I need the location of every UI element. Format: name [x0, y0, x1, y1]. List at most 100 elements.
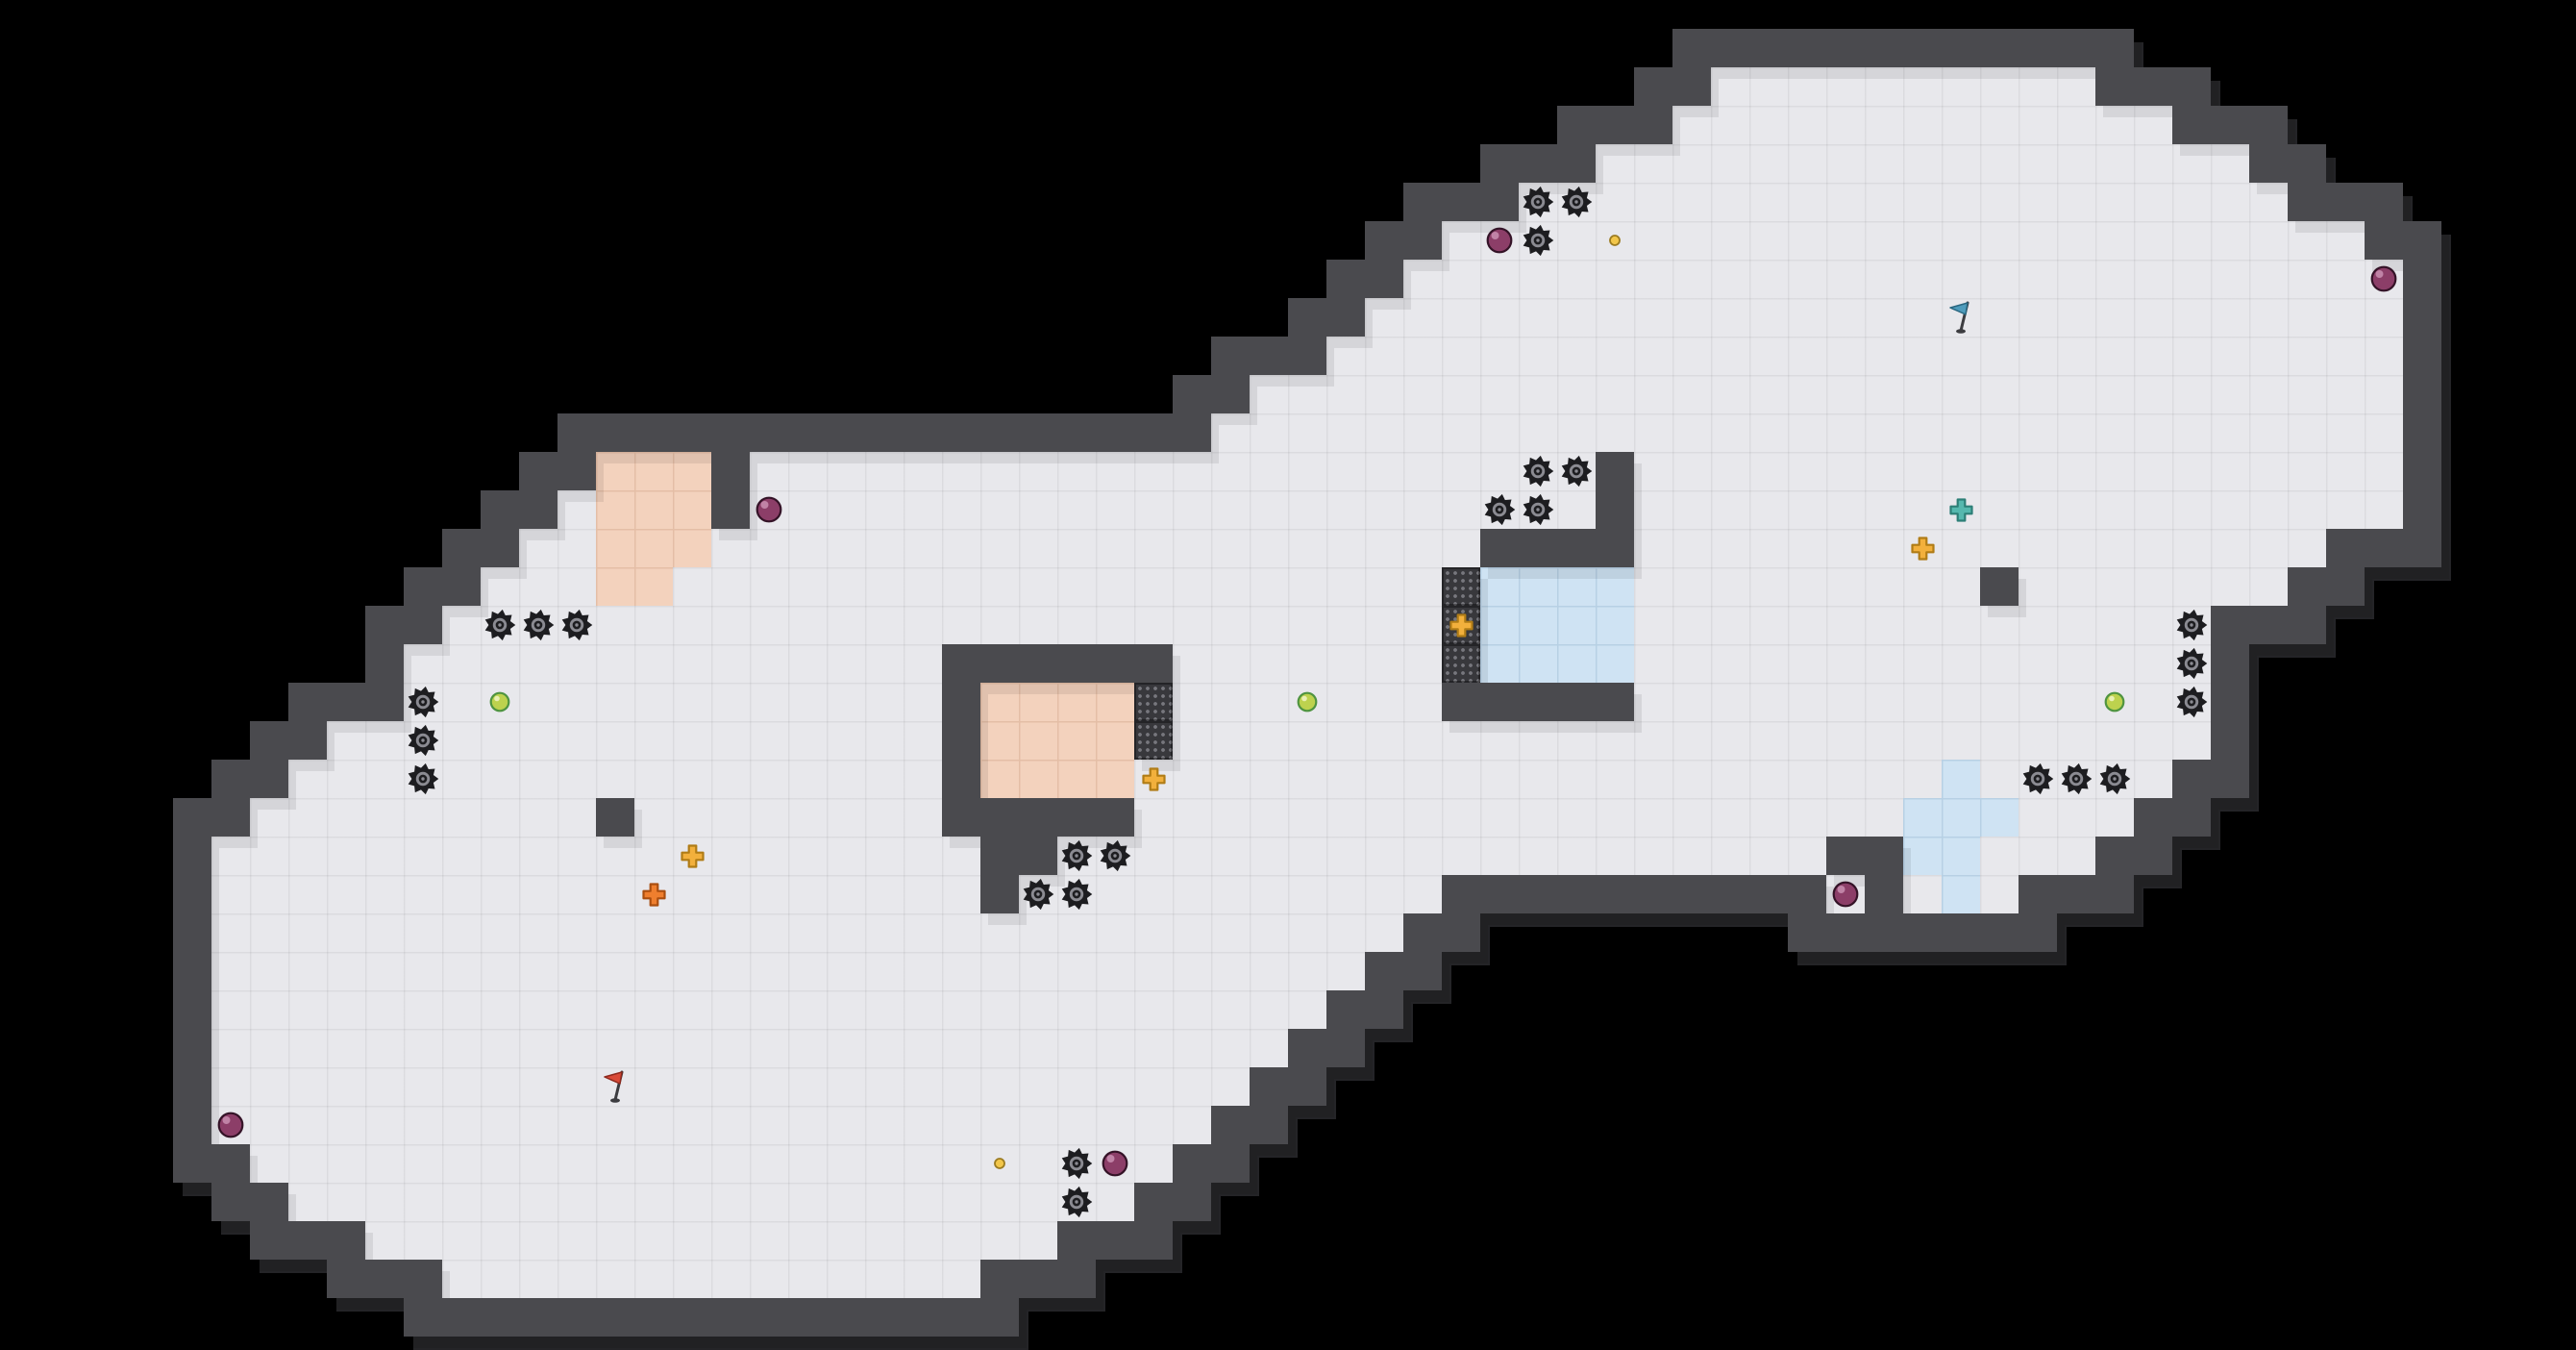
purple-orb[interactable] — [1101, 1149, 1129, 1178]
plus-pickup[interactable] — [1141, 766, 1167, 792]
saw-hazard — [407, 724, 439, 757]
saw-hazard — [1060, 878, 1093, 911]
wall-block — [173, 837, 211, 875]
purple-orb-icon — [1102, 1150, 1128, 1177]
green-orb-icon — [1297, 691, 1318, 712]
pink-floor-tile — [596, 529, 634, 567]
wall-block — [173, 798, 250, 837]
saw-hazard — [1522, 186, 1554, 218]
wall-block — [481, 490, 557, 529]
plus-pickup[interactable] — [1449, 612, 1474, 638]
floor-tiles — [211, 913, 1403, 952]
floor-tiles — [211, 1106, 1211, 1144]
purple-orb[interactable] — [1485, 226, 1514, 255]
gold-dot[interactable] — [1608, 234, 1622, 247]
blue-floor-tile — [1557, 606, 1596, 644]
wall-block — [173, 1029, 211, 1067]
blue-floor-tile — [1596, 644, 1634, 683]
saw-hazard — [1483, 493, 1516, 526]
wall-block — [1826, 837, 1903, 875]
wall-block — [2288, 567, 2365, 606]
floor-tiles — [1711, 67, 2095, 106]
wall-block — [1403, 913, 1480, 952]
wall-block — [173, 1144, 250, 1183]
saw-hazard — [2175, 609, 2208, 641]
flag-marker[interactable] — [597, 1068, 633, 1105]
saw-hazard — [1099, 839, 1131, 872]
green-orb[interactable] — [2103, 690, 2126, 713]
wall-block — [980, 1260, 1096, 1298]
wall-block — [1134, 1183, 1211, 1221]
saw-hazard — [2098, 762, 2131, 795]
plus-pickup[interactable] — [1948, 497, 1974, 523]
wall-block — [1326, 990, 1403, 1029]
wall-block — [1288, 1029, 1365, 1067]
blue-floor-tile — [1557, 644, 1596, 683]
wall-block — [942, 644, 1173, 683]
flag-icon — [604, 1070, 624, 1103]
wall-block — [1250, 1067, 1326, 1106]
wall-block — [2403, 298, 2441, 337]
saw-blade-icon — [1523, 186, 1554, 218]
saw-blade-icon — [1061, 1147, 1093, 1180]
wall-block — [2172, 760, 2249, 798]
green-orb[interactable] — [1296, 690, 1319, 713]
pink-floor-tile — [596, 452, 634, 490]
blue-floor-tile — [1480, 567, 1519, 606]
saw-blade-icon — [1523, 455, 1554, 488]
saw-blade-icon — [1061, 1186, 1093, 1218]
plus-pickup-icon — [641, 882, 666, 907]
wall-block — [1596, 490, 1634, 529]
wall-block — [2326, 529, 2441, 567]
floor-tiles — [634, 798, 942, 837]
grate-block — [1134, 683, 1173, 721]
grate-block — [1442, 644, 1480, 683]
wall-block — [173, 875, 211, 913]
saw-hazard — [1060, 1186, 1093, 1218]
saw-blade-icon — [1523, 493, 1554, 526]
flag-icon — [1949, 301, 1969, 334]
saw-hazard — [2060, 762, 2093, 795]
gold-dot[interactable] — [993, 1157, 1006, 1170]
wall-block — [288, 683, 404, 721]
floor-tiles — [442, 606, 1442, 644]
plus-pickup-icon — [1141, 766, 1166, 791]
saw-hazard — [1060, 839, 1093, 872]
floor-tiles — [750, 452, 1596, 490]
saw-hazard — [1560, 186, 1593, 218]
wall-block — [2211, 644, 2249, 683]
saw-blade-icon — [1061, 839, 1093, 872]
blue-floor-tile — [1596, 606, 1634, 644]
saw-blade-icon — [1100, 839, 1131, 872]
wall-block — [2403, 375, 2441, 413]
saw-hazard — [522, 609, 555, 641]
flag-marker[interactable] — [1943, 299, 1979, 336]
gold-dot-icon — [1609, 235, 1621, 246]
pink-floor-tile — [980, 760, 1019, 798]
plus-pickup[interactable] — [641, 882, 667, 908]
saw-hazard — [2175, 686, 2208, 718]
wall-block — [1557, 106, 1672, 144]
wall-block — [1634, 67, 1711, 106]
purple-orb[interactable] — [216, 1111, 245, 1139]
saw-blade-icon — [1523, 224, 1554, 257]
floor-tiles — [288, 760, 942, 798]
floor-tiles — [1442, 221, 2365, 260]
green-orb[interactable] — [488, 690, 511, 713]
floor-tiles — [1057, 837, 1826, 875]
plus-pickup[interactable] — [680, 843, 706, 869]
plus-pickup[interactable] — [1910, 536, 1936, 562]
saw-blade-icon — [2176, 686, 2208, 718]
wall-block — [250, 1221, 365, 1260]
pink-floor-tile — [634, 452, 673, 490]
purple-orb[interactable] — [755, 495, 783, 524]
floor-tiles — [1634, 490, 2403, 529]
wall-block — [711, 490, 750, 529]
wall-block — [519, 452, 596, 490]
purple-orb[interactable] — [1831, 880, 1860, 909]
saw-hazard — [407, 762, 439, 795]
floor-tiles — [1250, 375, 2403, 413]
wall-block — [173, 990, 211, 1029]
purple-orb[interactable] — [2369, 264, 2398, 293]
